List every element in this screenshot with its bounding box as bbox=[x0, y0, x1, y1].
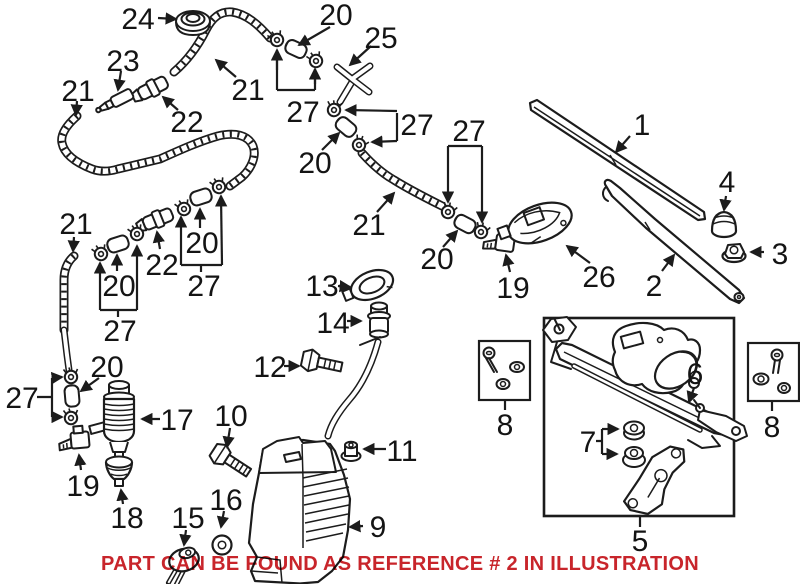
wiper-motor-assembly-box bbox=[542, 316, 748, 518]
part-label-21: 21 bbox=[61, 75, 94, 108]
washer-hoses bbox=[57, 7, 447, 374]
linkage-bushing bbox=[622, 446, 646, 468]
part-number-labels: 24 20 25 23 21 21 27 22 27 27 20 21 20 1… bbox=[5, 0, 788, 558]
part-label-14: 14 bbox=[316, 307, 349, 340]
part-label-6: 6 bbox=[687, 358, 704, 391]
washer-pump bbox=[88, 380, 136, 464]
part-label-21: 21 bbox=[59, 208, 92, 241]
part-label-21: 21 bbox=[352, 209, 385, 242]
pivot-cap bbox=[710, 210, 738, 239]
part-label-22: 22 bbox=[145, 249, 178, 282]
leader-lines bbox=[37, 12, 774, 547]
grommet-cap bbox=[175, 10, 211, 36]
wiper-blade bbox=[528, 98, 707, 222]
part-label-11: 11 bbox=[386, 435, 417, 468]
hardware-kit-box-left bbox=[477, 339, 532, 402]
spindle-nut bbox=[721, 243, 747, 264]
inline-connector bbox=[128, 72, 172, 107]
part-label-21: 21 bbox=[231, 74, 264, 107]
part-label-8: 8 bbox=[497, 409, 514, 442]
filler-strainer bbox=[367, 301, 391, 339]
part-label-20: 20 bbox=[102, 270, 135, 303]
part-label-4: 4 bbox=[719, 166, 736, 199]
pump-grommet bbox=[211, 534, 233, 556]
cone-grommet bbox=[104, 455, 134, 487]
washer-reservoir bbox=[247, 436, 352, 584]
flange-nut bbox=[340, 440, 362, 462]
part-label-27: 27 bbox=[103, 315, 136, 348]
part-label-20: 20 bbox=[420, 243, 453, 276]
part-label-15: 15 bbox=[171, 502, 204, 535]
filler-neck bbox=[324, 336, 382, 440]
part-label-20: 20 bbox=[90, 351, 123, 384]
part-label-7: 7 bbox=[580, 426, 597, 459]
part-label-10: 10 bbox=[214, 400, 247, 433]
level-sensor bbox=[165, 546, 200, 584]
part-label-27: 27 bbox=[187, 270, 220, 303]
wiper-motor bbox=[611, 321, 702, 395]
part-label-12: 12 bbox=[253, 351, 286, 384]
part-label-23: 23 bbox=[106, 45, 139, 78]
part-label-22: 22 bbox=[170, 106, 203, 139]
reference-note: PART CAN BE FOUND AS REFERENCE # 2 IN IL… bbox=[101, 553, 699, 575]
part-label-27: 27 bbox=[400, 109, 433, 142]
part-label-25: 25 bbox=[364, 22, 397, 55]
part-label-27: 27 bbox=[452, 115, 485, 148]
part-label-9: 9 bbox=[370, 511, 387, 544]
wiper-arm bbox=[602, 178, 746, 305]
part-label-24: 24 bbox=[121, 3, 154, 36]
part-label-5: 5 bbox=[632, 525, 649, 558]
part-label-13: 13 bbox=[305, 270, 338, 303]
part-label-27: 27 bbox=[5, 382, 38, 415]
motor-mount-bracket bbox=[622, 445, 686, 516]
part-label-19: 19 bbox=[66, 470, 99, 503]
part-label-26: 26 bbox=[582, 261, 615, 294]
reservoir-bolt bbox=[208, 442, 253, 478]
elbow-connector bbox=[56, 424, 91, 452]
part-label-20: 20 bbox=[319, 0, 352, 32]
part-label-16: 16 bbox=[209, 484, 242, 517]
part-label-20: 20 bbox=[185, 227, 218, 260]
part-label-18: 18 bbox=[110, 502, 143, 535]
part-label-19: 19 bbox=[496, 272, 529, 305]
part-label-20: 20 bbox=[298, 147, 331, 180]
linkage-bushing bbox=[623, 420, 645, 441]
part-label-27: 27 bbox=[286, 96, 319, 129]
part-label-3: 3 bbox=[772, 238, 789, 271]
part-label-2: 2 bbox=[646, 270, 663, 303]
y-connector bbox=[333, 62, 374, 96]
hardware-kit-box-right bbox=[746, 341, 800, 403]
bracket-bolt bbox=[299, 348, 344, 373]
washer-nozzle bbox=[496, 201, 573, 245]
connector-23 bbox=[95, 88, 135, 114]
part-label-17: 17 bbox=[160, 404, 193, 437]
part-label-1: 1 bbox=[634, 109, 651, 142]
part-label-8: 8 bbox=[764, 411, 781, 444]
